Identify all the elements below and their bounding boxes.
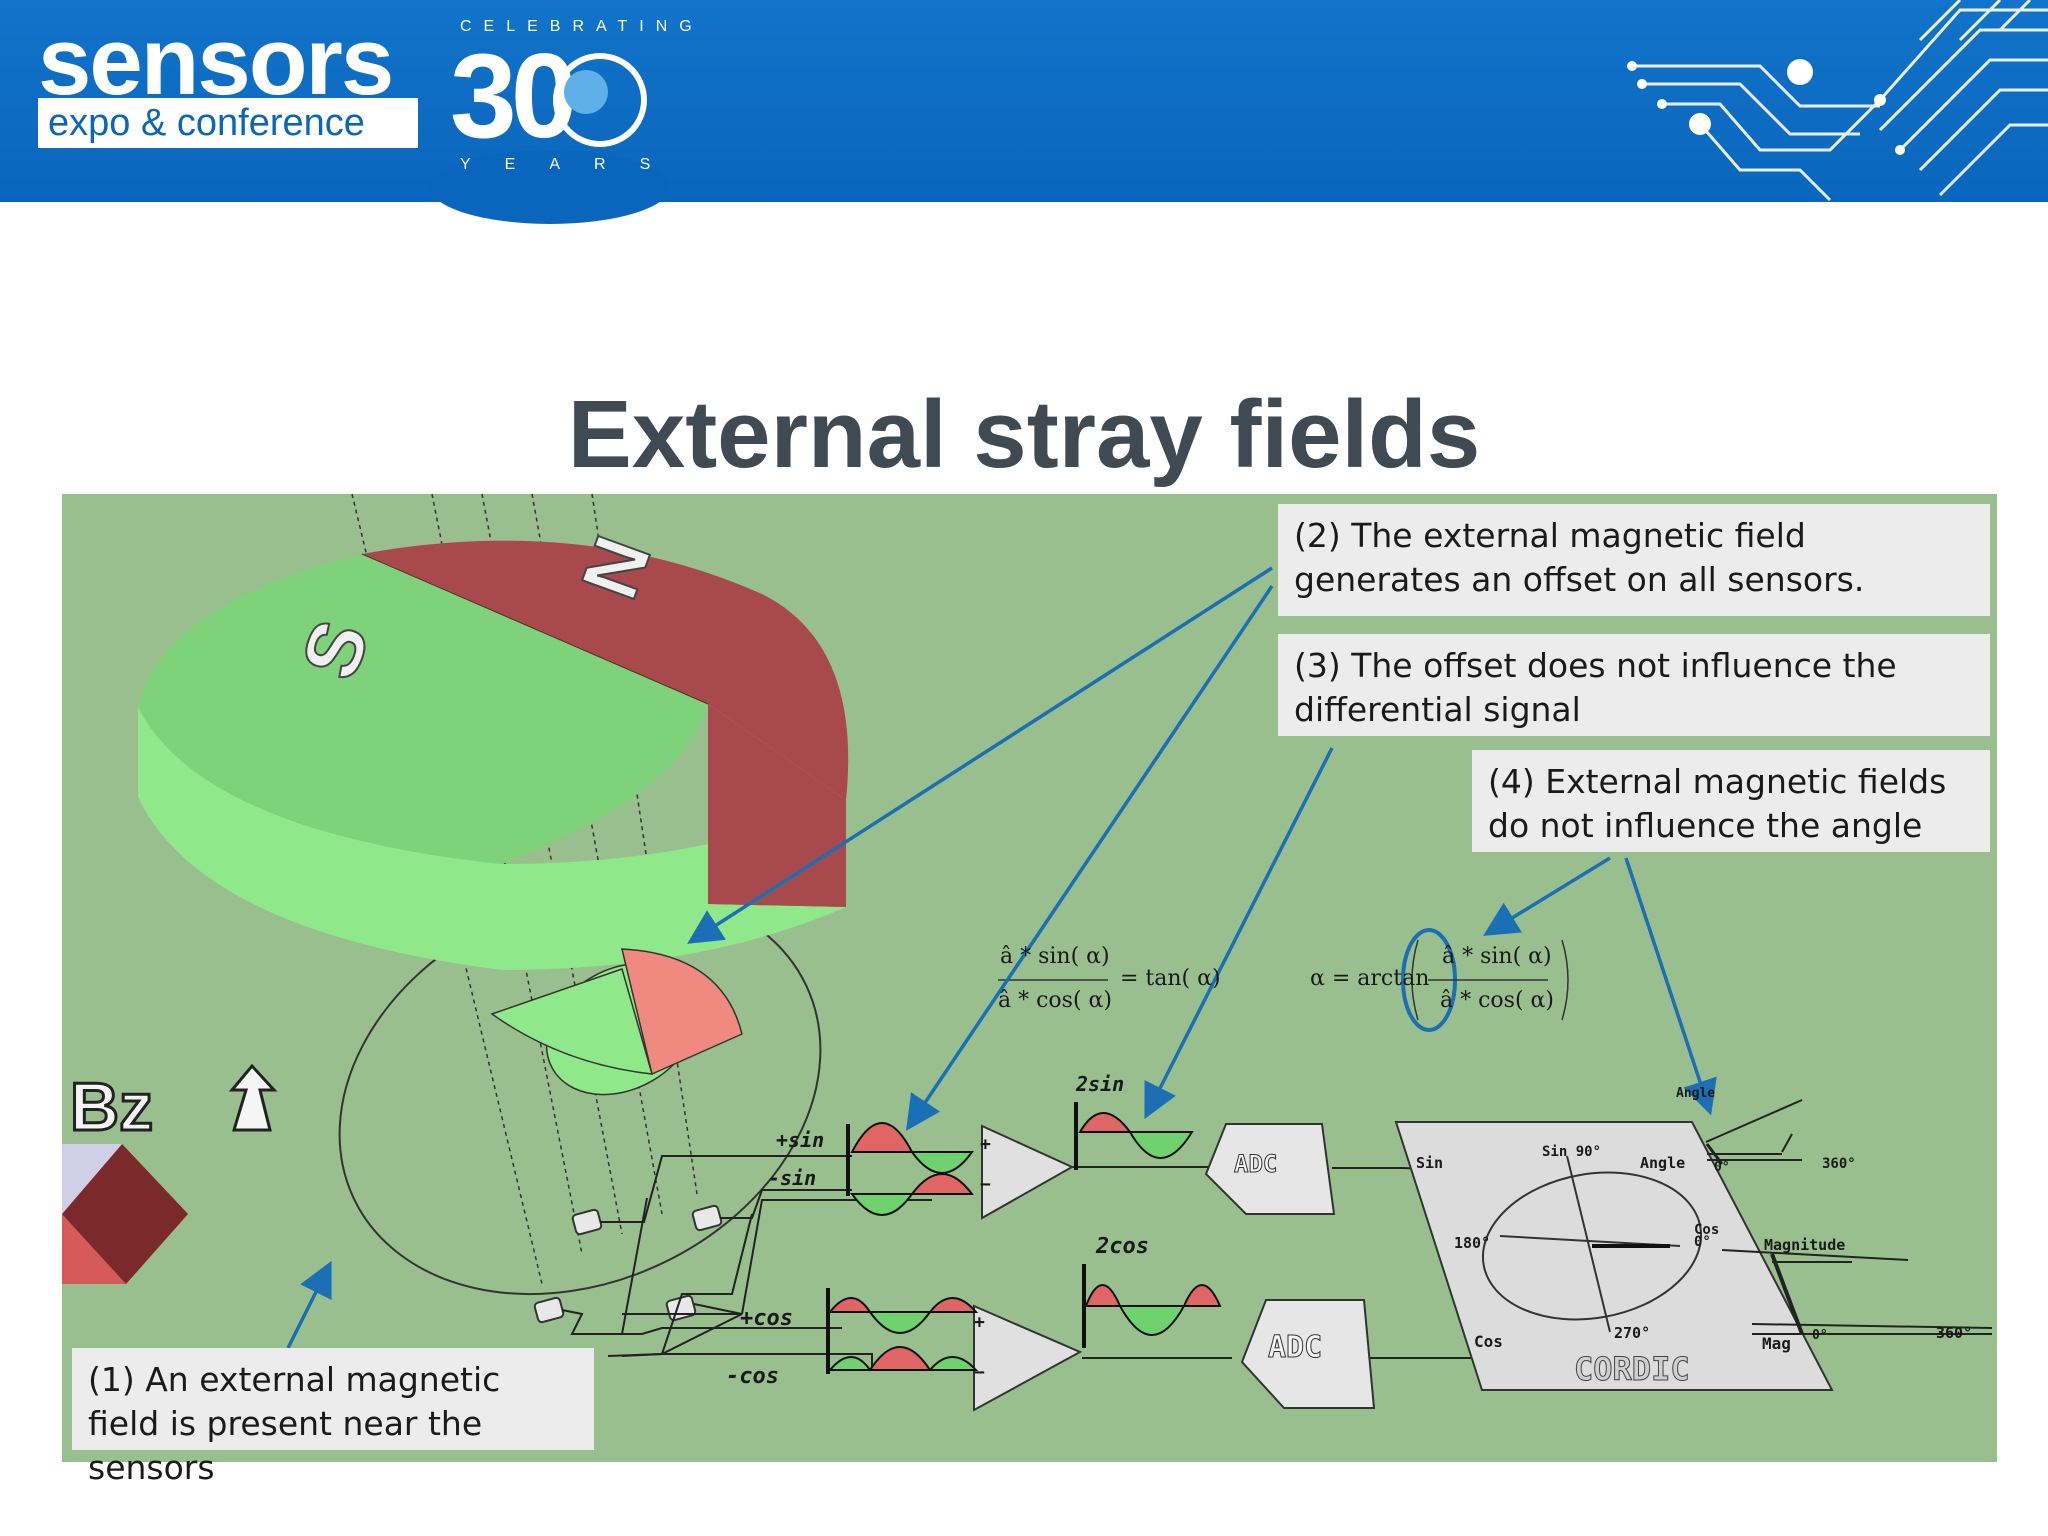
bz-label: Bz [70,1069,153,1145]
disk-magnet [138,540,849,970]
callout-2: (2) The external magnetic field generate… [1278,504,1990,616]
cordic-sin-90: Sin 90° [1542,1144,1602,1160]
cordic-angle-output: Angle [1640,1154,1686,1172]
angle-zero-label: 0° [1714,1160,1730,1175]
angle-axis-label: Angle [1676,1086,1716,1101]
cordic-name: CORDIC [1574,1350,1691,1389]
bz-magnet-block [62,1144,188,1284]
op-amps [973,1124,1083,1412]
magnitude-label: Magnitude [1764,1236,1846,1254]
callout-3: (3) The offset does not influence the di… [1278,634,1990,736]
adc-blocks [1204,1123,1376,1409]
two-cos-label: 2cos [1096,1234,1149,1259]
formula-angle-lhs: α = arctan [1310,966,1430,991]
plus-sin-label: +sin [776,1128,825,1152]
cordic-board [1394,1121,1834,1391]
adc-top-label: ADC [1233,1150,1278,1179]
formula-ratio-result: = tan( α) [1120,966,1221,991]
minus-sin-label: -sin [768,1166,817,1190]
callout-1: (1) An external magnetic field is presen… [72,1348,594,1487]
adc-bottom-label: ADC [1267,1330,1323,1366]
formula-angle-denominator: â * cos( α) [1440,988,1554,1013]
formula-lines [998,939,1569,1021]
signal-wires [561,1155,1482,1371]
banner-bulge [430,150,670,224]
mag-360-label: 360° [1936,1324,1973,1342]
brand-logo-subtitle: expo & conference [38,98,418,148]
brand-logo-sensors: sensors [38,8,394,115]
cordic-cos-input: Cos [1474,1332,1503,1351]
cordic-mag-output: Mag [1762,1334,1791,1353]
minus-cos-label: -cos [726,1364,779,1389]
callout-4: (4) External magnetic fields do not infl… [1472,750,1990,852]
angle-360-label: 360° [1822,1156,1856,1172]
anniversary-globe-icon [553,53,647,147]
formula-angle-numerator: â * sin( α) [1442,944,1552,969]
diagram-stage: S N Bz [62,493,1997,1487]
cordic-270: 270° [1614,1324,1651,1342]
slide-title: External stray fields [567,381,1481,488]
opamp-top-minus: − [980,1174,991,1195]
sensor-magnet [490,948,743,1096]
cordic-sin-input: Sin [1416,1154,1444,1172]
opamp-bottom-plus: + [974,1312,985,1333]
cordic-180: 180° [1454,1234,1491,1252]
plus-cos-label: +cos [740,1306,793,1331]
callout-arrows [286,566,1717,1349]
waveforms [826,1102,1222,1374]
formula-ratio-numerator: â * sin( α) [1000,944,1110,969]
two-sin-label: 2sin [1076,1072,1125,1096]
celebrating-label: CELEBRATING [460,18,704,35]
formula-ratio-denominator: â * cos( α) [998,988,1112,1013]
cordic-cos-0: Cos 0° [1694,1222,1720,1250]
circuit-board-icon [1627,0,2048,202]
mag-zero-label: 0° [1812,1328,1828,1343]
bz-arrow-icon [228,1063,278,1132]
years-label: YEARS [460,156,685,173]
diagram-graphics: S N Bz [62,493,1993,1412]
opamp-bottom-minus: − [974,1362,985,1383]
header-banner: sensors expo & conference CELEBRATING 30… [0,0,2048,224]
cordic-output-lines [1705,1099,1993,1335]
opamp-top-plus: + [980,1134,991,1155]
